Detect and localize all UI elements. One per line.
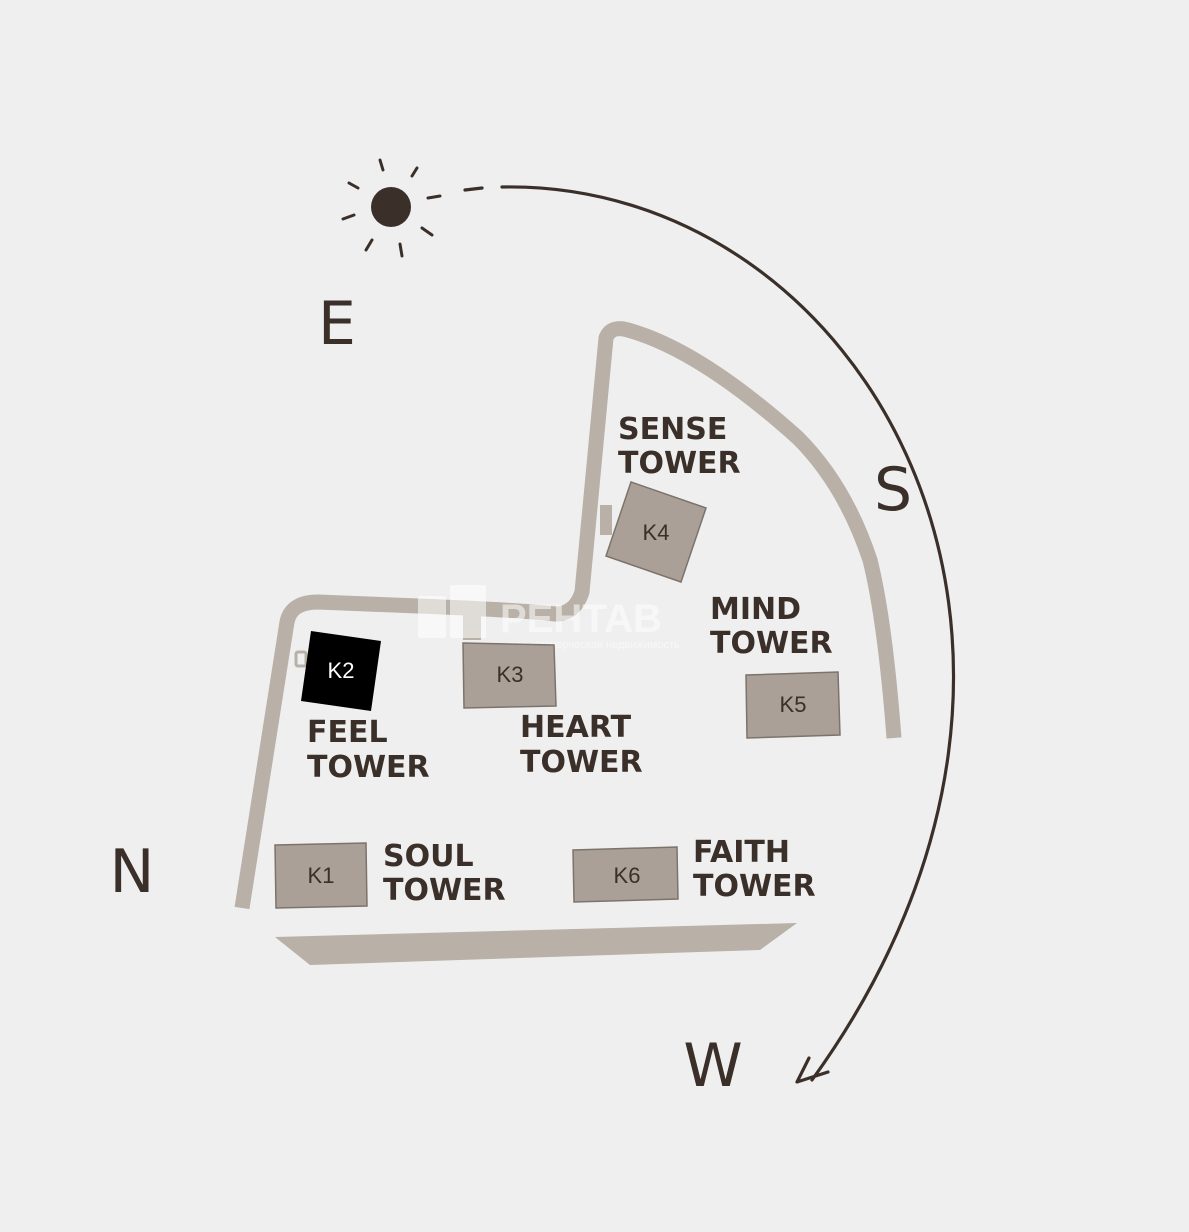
sun-path-arrow-icon [463, 185, 956, 1084]
building-k2[interactable]: K2 [301, 631, 381, 711]
watermark-brand: РЕНТАВ [500, 597, 662, 641]
building-code-label: K2 [328, 658, 355, 683]
building-code-label: K3 [497, 662, 524, 687]
building-k4[interactable]: K4 [605, 481, 707, 583]
tower-name-line2: TOWER [618, 446, 741, 481]
tower-name-line1: SENSE [618, 412, 727, 447]
building-k6[interactable]: K6 [572, 846, 679, 903]
building-code-label: K6 [614, 863, 641, 888]
tower-name-line2: TOWER [307, 750, 430, 785]
tower-name-line1: FEEL [307, 715, 388, 750]
tower-name-line2: TOWER [693, 869, 816, 904]
sun-icon [341, 158, 442, 258]
building-code-label: K4 [643, 520, 670, 545]
tower-name-line2: TOWER [710, 626, 833, 661]
tower-name-line2: TOWER [383, 873, 506, 908]
building-k3[interactable]: K3 [462, 642, 557, 709]
tower-name-line1: MIND [710, 592, 801, 627]
compass-east-label: E [318, 289, 356, 359]
tower-name-line2: TOWER [520, 745, 643, 780]
compass-north-label: N [110, 837, 155, 907]
tower-name-line1: SOUL [383, 839, 474, 874]
building-code-label: K5 [780, 692, 807, 717]
building-k1[interactable]: K1 [274, 842, 368, 909]
compass-south-label: S [874, 455, 912, 525]
tower-name-line1: FAITH [693, 835, 790, 870]
building-code-label: K1 [308, 863, 335, 888]
tower-name-line1: HEART [520, 710, 632, 745]
building-k5[interactable]: K5 [745, 671, 841, 739]
watermark: РЕНТАВ вся коммерческая недвижимость [418, 585, 680, 651]
compass-west-label: W [683, 1031, 742, 1101]
